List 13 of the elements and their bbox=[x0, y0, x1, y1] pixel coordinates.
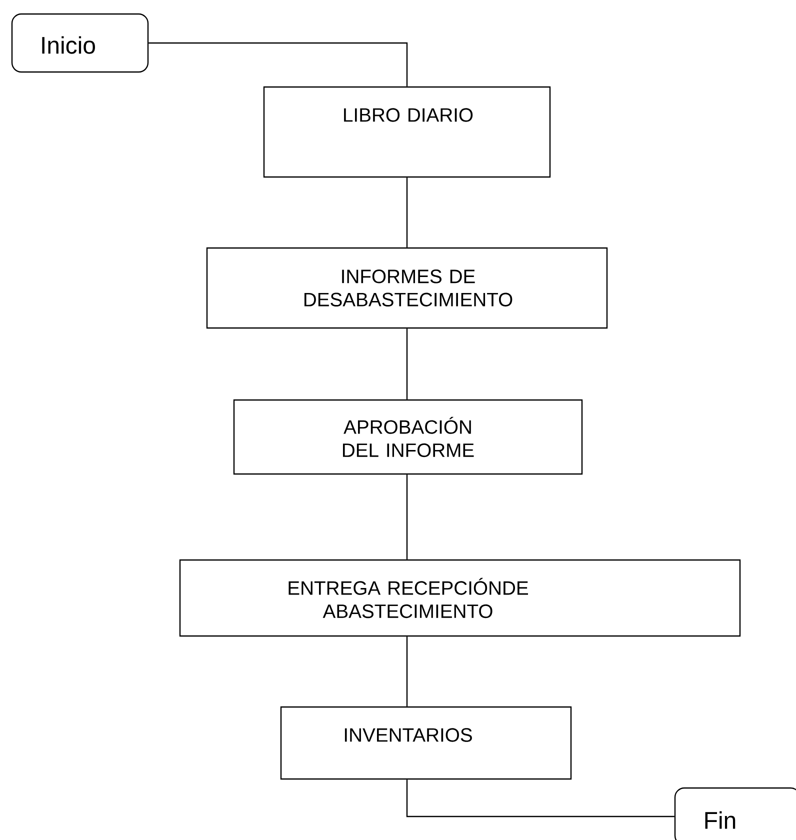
process-box: LIBRO DIARIO bbox=[263, 86, 551, 178]
connector-line bbox=[406, 780, 674, 818]
process-box: INFORMES DE DESABASTECIMIENTO bbox=[206, 247, 608, 329]
connector-line bbox=[406, 636, 408, 706]
terminal-box: Fin bbox=[674, 787, 796, 840]
process-box: APROBACIÓN DEL INFORME bbox=[233, 399, 583, 475]
process-box: INVENTARIOS bbox=[280, 706, 572, 780]
process-box: ENTREGA RECEPCIÓNDE ABASTECIMIENTO bbox=[179, 559, 741, 637]
connector-line bbox=[148, 42, 408, 86]
terminal-box: Inicio bbox=[11, 13, 149, 73]
connector-line bbox=[406, 178, 408, 248]
connector-line bbox=[406, 474, 408, 560]
connector-line bbox=[406, 328, 408, 400]
